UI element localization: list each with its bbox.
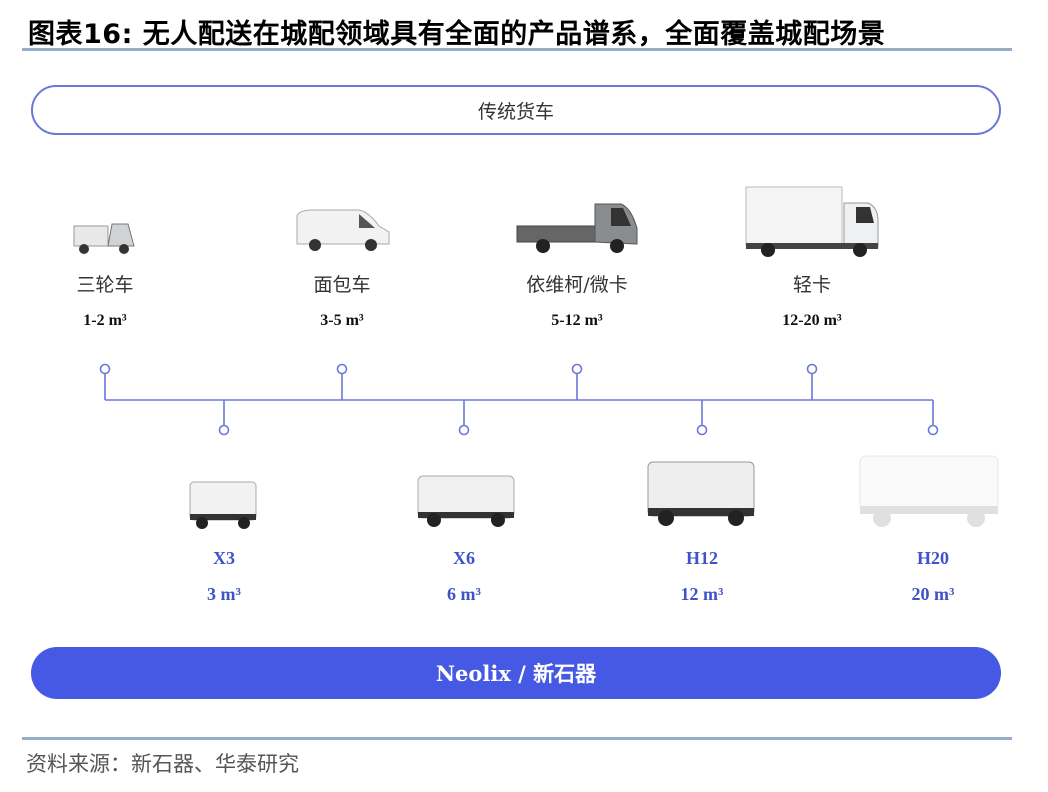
model-name: H12: [685, 548, 718, 568]
vehicle-volume: 1-2 m³: [83, 312, 127, 329]
robot-vehicle-icon: [417, 475, 515, 527]
robot-vehicle-icon: [647, 461, 755, 526]
model-volume: 6 m³: [447, 584, 481, 604]
timeline-connector: [99, 363, 939, 436]
van-icon: [296, 209, 390, 251]
model-name: X6: [453, 548, 475, 568]
traditional-truck-banner: 传统货车: [31, 85, 1001, 135]
robot-vehicle-icon: [859, 455, 999, 527]
traditional-truck-label: 传统货车: [477, 100, 554, 123]
pickup-truck-icon: [516, 203, 638, 253]
tricycle-icon: [73, 223, 135, 254]
robot-vehicle-icon: [189, 481, 257, 529]
footer-divider: [22, 737, 1012, 740]
vehicle-volume: 5-12 m³: [551, 312, 603, 329]
model-name: X3: [213, 548, 235, 568]
model-volume: 20 m³: [911, 584, 955, 604]
model-volume: 12 m³: [680, 584, 724, 604]
vehicle-volume: 3-5 m³: [320, 312, 364, 329]
neolix-label: Neolix / 新石器: [435, 661, 597, 686]
vehicle-name: 轻卡: [792, 274, 831, 296]
model-name: H20: [916, 548, 949, 568]
box-truck-icon: [745, 186, 879, 257]
neolix-banner: Neolix / 新石器: [31, 647, 1001, 699]
vehicle-name: 依维柯/微卡: [526, 274, 628, 296]
figure-title: 图表16: 无人配送在城配领域具有全面的产品谱系，全面覆盖城配场景: [28, 19, 886, 50]
model-volume: 3 m³: [207, 584, 241, 604]
source-note: 资料来源：新石器、华泰研究: [26, 752, 299, 776]
vehicle-volume: 12-20 m³: [782, 312, 842, 329]
vehicle-name: 面包车: [313, 274, 371, 296]
title-divider: [22, 48, 1012, 51]
vehicle-name: 三轮车: [76, 274, 134, 296]
